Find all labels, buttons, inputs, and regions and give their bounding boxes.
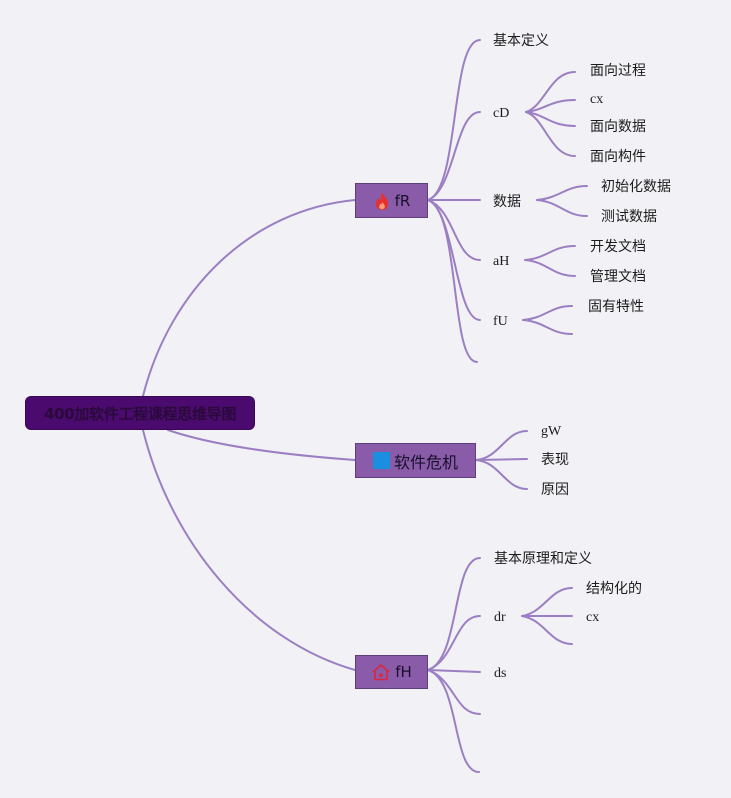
topic-test-data[interactable]: 测试数据 <box>601 209 657 225</box>
branch-node-fh-label: fH <box>395 663 412 681</box>
topic-manifestation[interactable]: 表现 <box>541 452 569 468</box>
blue-square-icon <box>372 452 390 469</box>
topic-dev-docs[interactable]: 开发文档 <box>590 239 646 255</box>
topic-basic-principles[interactable]: 基本原理和定义 <box>494 551 592 567</box>
branch-node-fr-label: fR <box>394 191 411 210</box>
branch-node-software-crisis[interactable]: 软件危机 <box>355 443 476 478</box>
topic-mgmt-docs[interactable]: 管理文档 <box>590 269 646 285</box>
topic-data-oriented[interactable]: 面向数据 <box>590 119 646 135</box>
topic-cx-2[interactable]: cx <box>586 610 600 625</box>
topic-cx[interactable]: cx <box>590 92 604 107</box>
root-node-label: 400加软件工程课程思维导图 <box>43 404 237 423</box>
branch-node-fr[interactable]: fR <box>355 183 428 218</box>
topic-dr[interactable]: dr <box>494 610 506 625</box>
branch-node-software-crisis-label: 软件危机 <box>393 452 458 472</box>
topic-process-oriented[interactable]: 面向过程 <box>590 63 646 79</box>
topic-fu[interactable]: fU <box>493 314 508 329</box>
topic-gw[interactable]: gW <box>541 424 562 439</box>
topic-inherent-traits[interactable]: 固有特性 <box>588 299 644 315</box>
branch-node-fh[interactable]: fH <box>355 655 428 689</box>
topic-basic-definition[interactable]: 基本定义 <box>493 33 549 49</box>
root-node[interactable]: 400加软件工程课程思维导图 <box>25 396 255 430</box>
topic-init-data[interactable]: 初始化数据 <box>601 179 671 195</box>
topic-data[interactable]: 数据 <box>493 194 521 210</box>
house-icon <box>371 663 391 681</box>
topic-component-oriented[interactable]: 面向构件 <box>590 149 646 165</box>
fire-icon <box>373 191 391 211</box>
topic-cd[interactable]: cD <box>493 106 510 121</box>
topic-ds[interactable]: ds <box>494 666 507 681</box>
topic-structured[interactable]: 结构化的 <box>586 581 642 597</box>
topic-causes[interactable]: 原因 <box>541 482 569 498</box>
topic-ah[interactable]: aH <box>493 254 510 269</box>
